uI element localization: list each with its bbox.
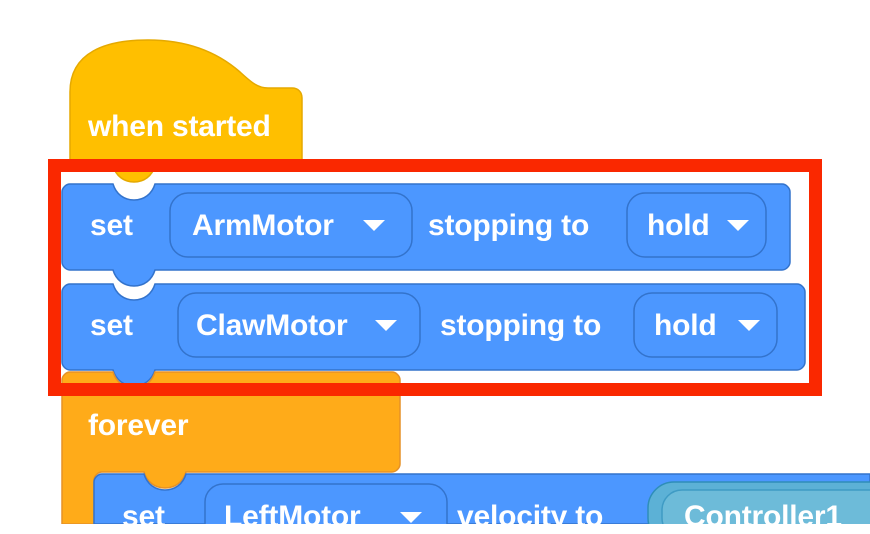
clawmotor-mode-dropdown-value[interactable]: hold [654, 309, 717, 342]
forever-label: forever [88, 409, 189, 442]
armmotor-set-prefix-label: set [90, 209, 133, 242]
chevron-down-icon[interactable] [727, 220, 749, 231]
field-armmotor-mode-dropdown [626, 192, 767, 258]
field-controller1-dropdown [661, 489, 870, 524]
clawmotor-dropdown-value[interactable]: ClawMotor [196, 309, 348, 342]
leftmotor-velocity-to-label: velocity to [457, 500, 604, 533]
chevron-down-icon[interactable] [363, 220, 385, 231]
when-started-label: when started [88, 110, 271, 143]
clawmotor-set-prefix-label: set [90, 309, 133, 342]
armmotor-stopping-to-label: stopping to [428, 209, 590, 242]
field-clawmotor-mode-dropdown [633, 292, 778, 358]
chevron-down-icon[interactable] [400, 512, 422, 523]
chevron-down-icon[interactable] [738, 320, 760, 331]
block-when-started [69, 39, 303, 183]
armmotor-dropdown-value[interactable]: ArmMotor [192, 209, 334, 242]
field-armmotor-dropdown [169, 192, 413, 258]
leftmotor-set-prefix-label: set [122, 500, 165, 533]
armmotor-mode-dropdown-value[interactable]: hold [647, 209, 710, 242]
controller1-reporter-value[interactable]: Controller1 [684, 500, 842, 533]
clawmotor-stopping-to-label: stopping to [440, 309, 602, 342]
field-leftmotor-dropdown [204, 483, 448, 524]
chevron-down-icon[interactable] [375, 320, 397, 331]
field-clawmotor-dropdown [177, 292, 421, 358]
leftmotor-dropdown-value[interactable]: LeftMotor [224, 500, 361, 533]
